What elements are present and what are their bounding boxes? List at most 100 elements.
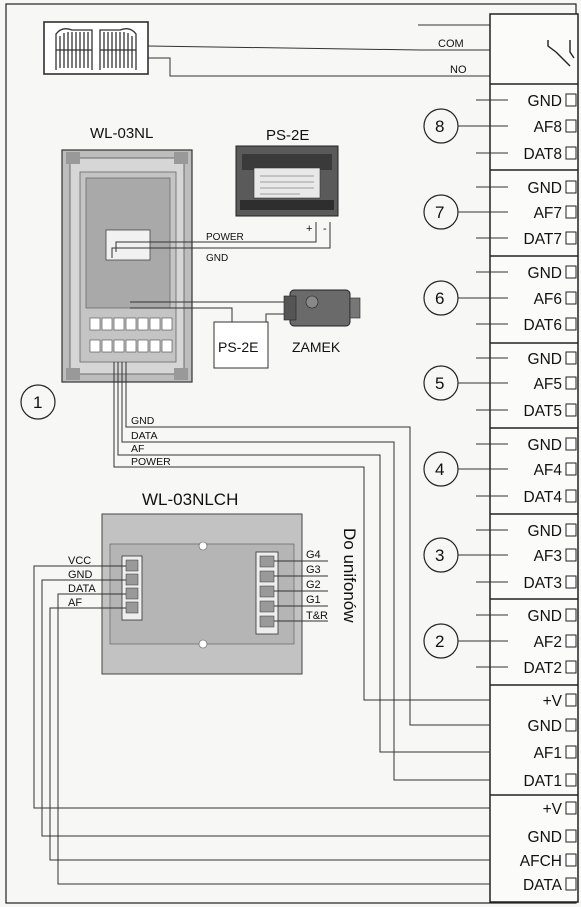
terminal-screw — [565, 575, 577, 589]
terminal-pin-label: DATA — [523, 877, 563, 894]
terminal-screw — [565, 660, 577, 674]
bus-label-data: DATA — [131, 430, 157, 442]
psu-minus-label: - — [323, 223, 327, 235]
group-number: 6 — [435, 289, 444, 308]
terminal-pin-label: DAT5 — [524, 403, 562, 420]
gate-icon — [43, 21, 149, 75]
terminal-screw — [565, 231, 577, 245]
callout-1 — [20, 384, 56, 420]
relay-switch-icon — [490, 40, 578, 85]
bus-label-gnd: GND — [131, 415, 155, 427]
group-number: 5 — [435, 374, 444, 393]
terminal-pin-label: GND — [528, 523, 562, 540]
controller-tr-label: T&R — [306, 610, 328, 622]
terminal-pin-label: AFCH — [520, 853, 562, 870]
terminal-pin-label: DAT6 — [524, 317, 562, 334]
controller-vcc-label: VCC — [68, 555, 91, 567]
terminal-pin-label: +V — [543, 693, 563, 710]
intercom-caption: Do unifonów — [340, 528, 359, 623]
power-supply-device — [235, 145, 339, 217]
controller-g2-label: G2 — [306, 579, 321, 591]
terminal-layer: 8GNDAF8DAT87GNDAF7DAT76GNDAF6DAT65GNDAF5… — [423, 93, 577, 894]
terminal-pin-label: DAT2 — [524, 660, 562, 677]
panel-gnd-label: GND — [206, 253, 228, 264]
psu-box — [213, 321, 269, 369]
terminal-pin-label: AF4 — [534, 462, 563, 479]
entry-panel-device — [61, 149, 193, 383]
terminal-screw — [565, 718, 577, 732]
terminal-screw — [565, 376, 577, 390]
terminal-screw — [565, 877, 577, 891]
terminal-screw — [565, 829, 577, 843]
terminal-pin-label: DAT1 — [524, 773, 562, 790]
terminal-pin-label: DAT7 — [524, 231, 562, 248]
terminal-screw — [565, 146, 577, 160]
terminal-pin-label: GND — [528, 265, 562, 282]
controller-right-wires — [274, 560, 328, 622]
terminal-pin-label: GND — [528, 608, 562, 625]
lock-label: ZAMEK — [292, 339, 341, 355]
psu-box-label: PS-2E — [218, 339, 258, 355]
panel-power-label: POWER — [206, 232, 244, 243]
terminal-pin-label: GND — [528, 93, 562, 110]
terminal-screw — [565, 548, 577, 562]
controller-left-wires — [33, 565, 490, 885]
terminal-screw — [565, 403, 577, 417]
terminal-pin-label: GND — [528, 351, 562, 368]
terminal-pin-label: GND — [528, 180, 562, 197]
terminal-pin-label: AF2 — [534, 634, 562, 651]
terminal-pin-label: DAT4 — [524, 489, 563, 506]
bus-label-af: AF — [131, 443, 144, 455]
controller-title: WL-03NLCH — [142, 490, 238, 509]
terminal-screw — [565, 853, 577, 867]
terminal-screw — [565, 745, 577, 759]
controller-g3-label: G3 — [306, 564, 321, 576]
callout-1-label: 1 — [33, 393, 42, 412]
terminal-pin-label: DAT8 — [524, 146, 562, 163]
terminal-pin-label: AF3 — [534, 548, 562, 565]
terminal-screw — [565, 180, 577, 194]
terminal-screw — [565, 489, 577, 503]
terminal-screw — [565, 773, 577, 787]
terminal-pin-label: GND — [528, 829, 562, 846]
terminal-screw — [565, 351, 577, 365]
group-number: 2 — [435, 632, 444, 651]
terminal-screw — [565, 265, 577, 279]
terminal-pin-label: AF5 — [534, 376, 562, 393]
gate-wires — [147, 24, 490, 77]
terminal-screw — [565, 291, 577, 305]
terminal-group-separators — [490, 169, 578, 796]
terminal-screw — [565, 205, 577, 219]
terminal-screw — [565, 93, 577, 107]
terminal-screw — [565, 119, 577, 133]
terminal-screw — [565, 801, 577, 815]
terminal-screw — [565, 462, 577, 476]
terminal-pin-label: AF6 — [534, 291, 562, 308]
terminal-pin-label: DAT3 — [524, 575, 562, 592]
panel-title: WL-03NL — [90, 125, 153, 142]
control-unit-strip — [489, 13, 579, 903]
terminal-screw — [565, 317, 577, 331]
psu-title: PS-2E — [266, 127, 309, 144]
terminal-screw — [565, 608, 577, 622]
terminal-screw — [565, 437, 577, 451]
terminal-pin-label: AF8 — [534, 119, 562, 136]
relay-no-label: NO — [450, 64, 467, 76]
terminal-pin-label: GND — [528, 718, 562, 735]
terminal-pin-label: GND — [528, 437, 562, 454]
panel-bus-wires — [113, 362, 490, 781]
controller-g4-label: G4 — [306, 549, 321, 561]
controller-data-label: DATA — [68, 583, 96, 595]
panel-power-wires — [111, 222, 331, 258]
relay-com-label: COM — [438, 38, 464, 50]
group-number: 8 — [435, 117, 444, 136]
controller-g1-label: G1 — [306, 594, 321, 606]
group-number: 7 — [435, 203, 444, 222]
controller-device — [101, 513, 303, 675]
terminal-screw — [565, 634, 577, 648]
controller-af-label: AF — [68, 597, 82, 609]
terminal-pin-label: AF7 — [534, 205, 562, 222]
psu-plus-label: + — [306, 223, 312, 235]
